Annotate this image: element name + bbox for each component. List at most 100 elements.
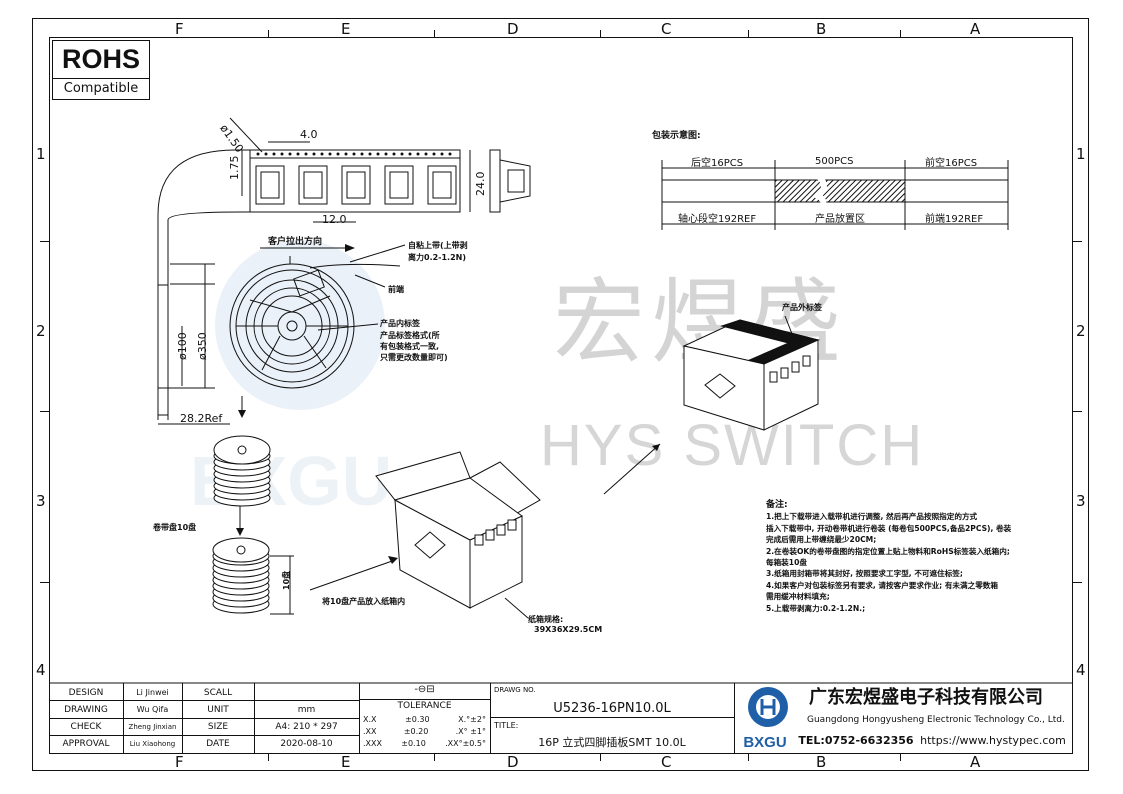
tol-3-c: .XX°±0.5° xyxy=(445,738,486,748)
zone-col-c-top: C xyxy=(661,20,672,38)
zone-row-4-right: 4 xyxy=(1076,661,1086,679)
drawing-outer-frame xyxy=(32,18,1089,771)
zone-col-a-bottom: A xyxy=(970,753,981,771)
unit-label: UNIT xyxy=(207,704,229,715)
pull-direction-label: 客户拉出方向 xyxy=(268,237,323,247)
zone-col-e-top: E xyxy=(341,20,351,38)
date-value: 2020-08-10 xyxy=(280,739,333,749)
cover-tape-label: 自粘上带(上带剥 xyxy=(408,241,468,250)
notes-line: 4.如果客户对包装标签另有要求, 请按客户要求作业; 有未满之零数箱 xyxy=(766,580,998,590)
watermark-english: HYS SWITCH xyxy=(540,413,925,478)
dim-reel: ø350 xyxy=(196,332,209,360)
notes-line: 插入下载带中, 开动卷带机进行卷装 (每卷包500PCS,备品2PCS), 卷装 xyxy=(766,523,1012,533)
tolerance-label: TOLERANCE xyxy=(397,701,452,711)
tape-sprocket-holes xyxy=(256,152,452,156)
tol-3-b: ±0.10 xyxy=(401,738,426,748)
inner-label-format-3: 只需更改数量即可) xyxy=(380,353,448,362)
rohs-badge: ROHS Compatible xyxy=(52,40,150,100)
zone-row-1-right: 1 xyxy=(1076,145,1086,163)
zone-col-c-bottom: C xyxy=(661,753,672,771)
inner-label-format-1: 产品标签格式(所 xyxy=(380,331,440,340)
open-carton xyxy=(309,451,541,619)
notes-line: 每箱装10盘 xyxy=(766,558,807,568)
reel-stack-large xyxy=(212,537,294,615)
dim-pitch: 4.0 xyxy=(300,128,318,141)
check-label: CHECK xyxy=(70,721,102,732)
back-empty-label: 后空16PCS xyxy=(691,158,744,169)
zone-col-b-top: B xyxy=(816,20,827,38)
cover-tape-label-2: 离力0.2-1.2N) xyxy=(408,253,467,262)
packing-diagram xyxy=(661,160,1009,230)
dim-cavity: 12.0 xyxy=(322,213,347,226)
carton-spec-label: 纸箱规格: xyxy=(528,615,564,624)
approval-label: APPROVAL xyxy=(62,739,110,749)
dim-width: 24.0 xyxy=(474,171,487,197)
reel-stack-label: 卷带盘10盘 xyxy=(153,523,197,532)
carton-size-label: 39X36X29.5CM xyxy=(534,625,603,634)
zone-col-d-top: D xyxy=(507,20,519,38)
zone-col-e-bottom: E xyxy=(341,753,351,771)
zone-row-1-left: 1 xyxy=(36,145,46,163)
tol-1-b: ±0.30 xyxy=(405,714,430,724)
tolerance-row-2: .XX ±0.20 .X° ±1° xyxy=(363,725,486,737)
closed-carton xyxy=(682,315,820,431)
reel-drawing xyxy=(157,244,406,425)
zone-col-d-bottom: D xyxy=(507,753,519,771)
inner-label-format-2: 有包装格式一致, xyxy=(380,342,440,351)
company-logo xyxy=(746,685,790,729)
drawing-inner-frame xyxy=(49,37,1073,754)
rohs-subtitle: Compatible xyxy=(63,81,139,96)
notes-title: 备注: xyxy=(766,500,788,510)
company-name-en: Guangdong Hongyusheng Electronic Technol… xyxy=(807,714,1065,725)
title-block: DESIGN Li Jinwei SCALL DRAWING Wu Qifa U… xyxy=(49,683,1073,754)
notes-line: 5.上载带剥离力:0.2-1.2N.; xyxy=(766,603,866,613)
zone-col-a-top: A xyxy=(970,20,981,38)
tol-3-a: .XXX xyxy=(363,738,382,748)
rohs-title: ROHS xyxy=(61,44,140,74)
notes-line: 完成后需用上带缠绕最少20CM; xyxy=(766,535,877,545)
tolerance-row-3: .XXX ±0.10 .XX°±0.5° xyxy=(363,737,486,749)
size-value: A4: 210 * 297 xyxy=(275,721,338,732)
zone-row-2-left: 2 xyxy=(36,322,46,340)
projection-icon: -⊖⊟ xyxy=(414,683,435,695)
drawing-no-label: DRAWG NO. xyxy=(494,686,536,694)
into-box-label: 将10盘产品放入纸箱内 xyxy=(322,597,406,606)
company-url: https://www.hystypec.com xyxy=(920,733,1066,747)
size-label: SIZE xyxy=(207,721,229,732)
notes-block: 备注: 1.把上下载带进入载带机进行调整, 然后再产品按照指定的方式 插入下载带… xyxy=(766,500,1011,614)
quantity-label: 500PCS xyxy=(815,156,854,167)
tol-2-a: .XX xyxy=(363,726,377,736)
tol-2-c: .X° ±1° xyxy=(455,726,486,736)
tol-1-a: X.X xyxy=(363,714,377,724)
carrier-tape xyxy=(157,117,531,420)
zone-row-4-left: 4 xyxy=(36,661,46,679)
core-segment-label: 轴心段空192REF xyxy=(678,214,757,225)
tol-2-b: ±0.20 xyxy=(403,726,429,736)
scall-label: SCALL xyxy=(203,687,233,698)
zone-col-b-bottom: B xyxy=(816,753,827,771)
zone-row-3-right: 3 xyxy=(1076,492,1086,510)
title-label: TITLE: xyxy=(494,720,519,730)
date-label: DATE xyxy=(206,739,230,749)
company-logo-text: BXGU xyxy=(743,733,787,751)
company-tel: TEL:0752-6632356 xyxy=(798,733,914,747)
unit-value: mm xyxy=(297,704,316,715)
zone-col-f-bottom: F xyxy=(175,753,184,771)
company-name-cn: 广东宏煜盛电子科技有限公司 xyxy=(809,687,1043,708)
notes-line: 2.在卷装OK的卷带盘图的指定位置上贴上物料和RoHS标签装入纸箱内; xyxy=(766,546,1010,556)
scall-value xyxy=(254,684,359,701)
drawing-value: Wu Qifa xyxy=(136,705,169,714)
reel-stack-small xyxy=(213,435,271,507)
check-value: Zheng Jinxian xyxy=(128,722,177,731)
drawing-number: U5236-16PN10.0L xyxy=(553,700,671,716)
dim-edge: 1.75 xyxy=(228,155,241,181)
front-empty-label: 前空16PCS xyxy=(925,158,978,169)
design-value: Li Jinwei xyxy=(136,688,169,697)
notes-line: 1.把上下载带进入载带机进行调整, 然后再产品按照指定的方式 xyxy=(766,512,978,522)
product-area-label: 产品放置区 xyxy=(815,214,865,225)
drawing-label: DRAWING xyxy=(64,704,108,715)
dim-hub: ø100 xyxy=(176,332,189,360)
inner-label-title: 产品内标签 xyxy=(380,319,420,328)
